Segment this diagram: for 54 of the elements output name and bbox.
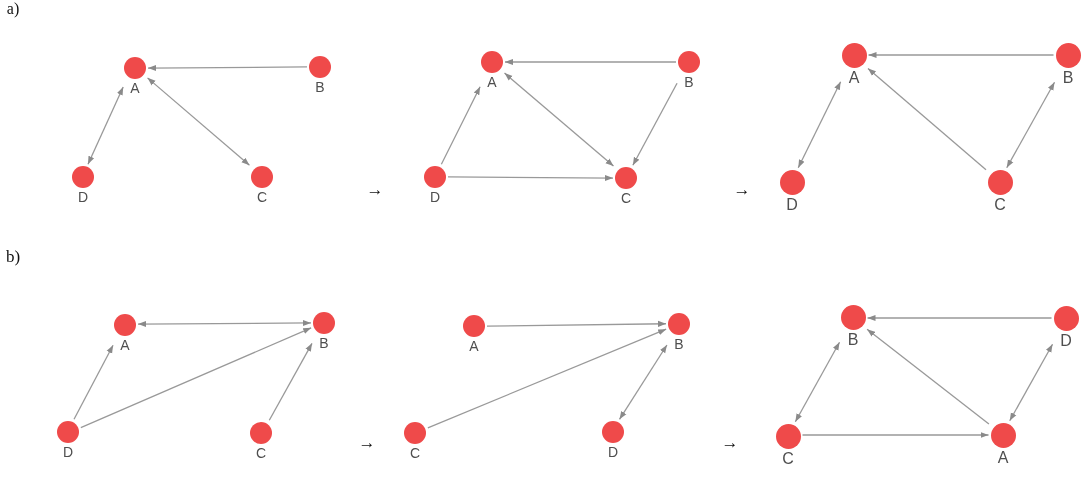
sequence-arrow: →	[366, 180, 384, 198]
node-label: A	[129, 81, 141, 95]
arrow	[632, 82, 678, 166]
node-label: D	[61, 445, 75, 459]
double-headed-arrow	[87, 86, 124, 165]
node-label: A	[468, 339, 480, 353]
double-headed-arrow	[1009, 343, 1054, 422]
node-label: B	[314, 80, 326, 94]
double-headed-arrow	[618, 344, 668, 420]
node-label: B	[683, 75, 695, 89]
sequence-arrow: →	[721, 433, 739, 451]
arrow	[801, 431, 990, 439]
node-label: B	[318, 336, 330, 350]
arrow	[867, 51, 1055, 59]
node-label: D	[428, 190, 442, 204]
node-label: D	[606, 445, 620, 459]
node-label: D	[785, 196, 799, 213]
arrow	[486, 320, 667, 327]
arrow	[268, 342, 313, 421]
double-headed-arrow	[503, 72, 615, 167]
sequence-arrow: →	[733, 180, 751, 198]
arrow	[866, 328, 990, 425]
node-label: D	[76, 190, 90, 204]
double-headed-arrow	[146, 77, 251, 166]
arrow	[866, 314, 1053, 322]
arrow	[427, 328, 667, 429]
arrow	[73, 344, 114, 420]
panel-label: a)	[6, 1, 20, 17]
node-label: A	[486, 75, 498, 89]
double-headed-arrow	[797, 81, 842, 169]
node-label: A	[996, 449, 1010, 466]
node-label: C	[254, 446, 268, 460]
node-label: B	[673, 337, 685, 351]
node-label: C	[781, 450, 795, 467]
node-label: C	[408, 446, 422, 460]
arrow	[504, 58, 677, 66]
arrow	[80, 327, 312, 429]
sequence-arrow: →	[358, 433, 376, 451]
node-label: A	[119, 338, 131, 352]
arrow	[147, 65, 308, 72]
arrow	[440, 86, 481, 165]
double-headed-arrow	[137, 319, 312, 328]
node-label: D	[1059, 332, 1073, 349]
node-label: C	[993, 196, 1007, 213]
panel-label: b)	[5, 247, 21, 265]
node-label: B	[1061, 69, 1075, 86]
node-label: C	[255, 190, 269, 204]
double-headed-arrow	[1006, 81, 1056, 169]
node-label: A	[847, 69, 861, 86]
arrow	[447, 175, 614, 182]
node-label: B	[846, 331, 860, 348]
node-label: C	[619, 191, 633, 205]
arrow	[867, 67, 987, 171]
double-headed-arrow	[794, 341, 841, 423]
